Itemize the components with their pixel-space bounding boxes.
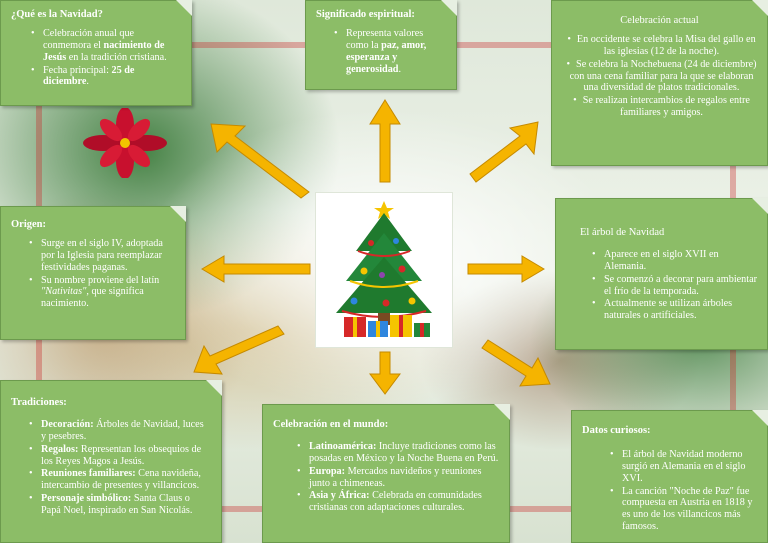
card-arbol-de-navidad: El árbol de Navidad Aparece en el siglo … xyxy=(555,198,768,350)
list-item: Regalos: Representan los obsequios de lo… xyxy=(23,444,211,468)
bullet-list: Representa valores como la paz, amor, es… xyxy=(316,28,446,75)
arrow-icon-up-right xyxy=(469,121,539,183)
list-item: Decoración: Árboles de Navidad, luces y … xyxy=(23,419,211,443)
card-celebracion-en-el-mundo: Celebración en el mundo: Latinoamérica: … xyxy=(262,404,510,543)
arrow-icon-down-left xyxy=(193,325,285,375)
bullet-list: Latinoamérica: Incluye tradiciones como … xyxy=(273,441,499,514)
card-title: Tradiciones: xyxy=(11,397,67,408)
list-item: Representa valores como la paz, amor, es… xyxy=(328,28,446,75)
poinsettia-icon xyxy=(83,108,167,178)
card-origen: Origen: Surge en el siglo IV, adoptada p… xyxy=(0,206,186,340)
list-item: En occidente se celebra la Misa del gall… xyxy=(562,34,757,58)
card-title: ¿Qué es la Navidad? xyxy=(11,9,103,20)
list-item: Latinoamérica: Incluye tradiciones como … xyxy=(291,441,499,465)
arrow-icon-up xyxy=(369,99,401,183)
card-datos-curiosos: Datos curiosos: El árbol de Navidad mode… xyxy=(571,410,768,543)
list-item: Asia y África: Celebrada en comunidades … xyxy=(291,490,499,514)
bullet-list: Celebración anual que conmemora el nacim… xyxy=(11,28,181,88)
list-item: Celebración anual que conmemora el nacim… xyxy=(25,28,181,63)
card-tradiciones: Tradiciones: Decoración: Árboles de Navi… xyxy=(0,380,222,543)
arrow-icon-right xyxy=(467,255,545,283)
card-title: Celebración en el mundo: xyxy=(273,419,389,430)
card-title: Celebración actual xyxy=(620,15,699,26)
list-item: Personaje simbólico: Santa Claus o Papá … xyxy=(23,493,211,517)
arrow-icon-down-right xyxy=(481,339,551,387)
list-item: Surge en el siglo IV, adoptada por la Ig… xyxy=(23,238,175,273)
card-celebracion-actual: Celebración actual En occidente se celeb… xyxy=(551,0,768,166)
list-item: Fecha principal: 25 de diciembre. xyxy=(25,65,181,89)
list-item: La canción "Noche de Paz" fue compuesta … xyxy=(604,486,757,533)
list-item: El árbol de Navidad moderno surgió en Al… xyxy=(604,449,757,484)
list-item: Su nombre proviene del latín "Nativitas"… xyxy=(23,275,175,310)
bullet-list: Surge en el siglo IV, adoptada por la Ig… xyxy=(11,238,175,310)
arrow-icon-left xyxy=(201,255,311,283)
card-title: Datos curiosos: xyxy=(582,425,651,436)
arrow-icon-up-left xyxy=(210,123,310,199)
bullet-list: Aparece en el siglo XVII en Alemania. Se… xyxy=(566,249,757,322)
list-item: Reuniones familiares: Cena navideña, int… xyxy=(23,468,211,492)
list-item: Se realizan intercambios de regalos entr… xyxy=(562,95,757,119)
list-item: Se celebra la Nochebuena (24 de diciembr… xyxy=(562,59,757,94)
list-item: Actualmente se utilizan árboles naturale… xyxy=(586,298,757,322)
card-title: Origen: xyxy=(11,219,46,230)
bullet-list: El árbol de Navidad moderno surgió en Al… xyxy=(582,449,757,533)
christmas-tree-icon xyxy=(336,201,432,337)
card-title: Significado espiritual: xyxy=(316,9,415,20)
list-item: Europa: Mercados navideños y reuniones j… xyxy=(291,466,499,490)
list-item: Aparece en el siglo XVII en Alemania. xyxy=(586,249,757,273)
card-title: El árbol de Navidad xyxy=(580,227,665,238)
christmas-tree-image xyxy=(315,192,453,348)
card-que-es-la-navidad: ¿Qué es la Navidad? Celebración anual qu… xyxy=(0,0,192,106)
card-significado-espiritual: Significado espiritual: Representa valor… xyxy=(305,0,457,90)
arrow-icon-down xyxy=(369,351,401,395)
list-item: Se comenzó a decorar para ambientar el f… xyxy=(586,274,757,298)
bullet-list: En occidente se celebra la Misa del gall… xyxy=(562,34,757,119)
bullet-list: Decoración: Árboles de Navidad, luces y … xyxy=(11,419,211,517)
